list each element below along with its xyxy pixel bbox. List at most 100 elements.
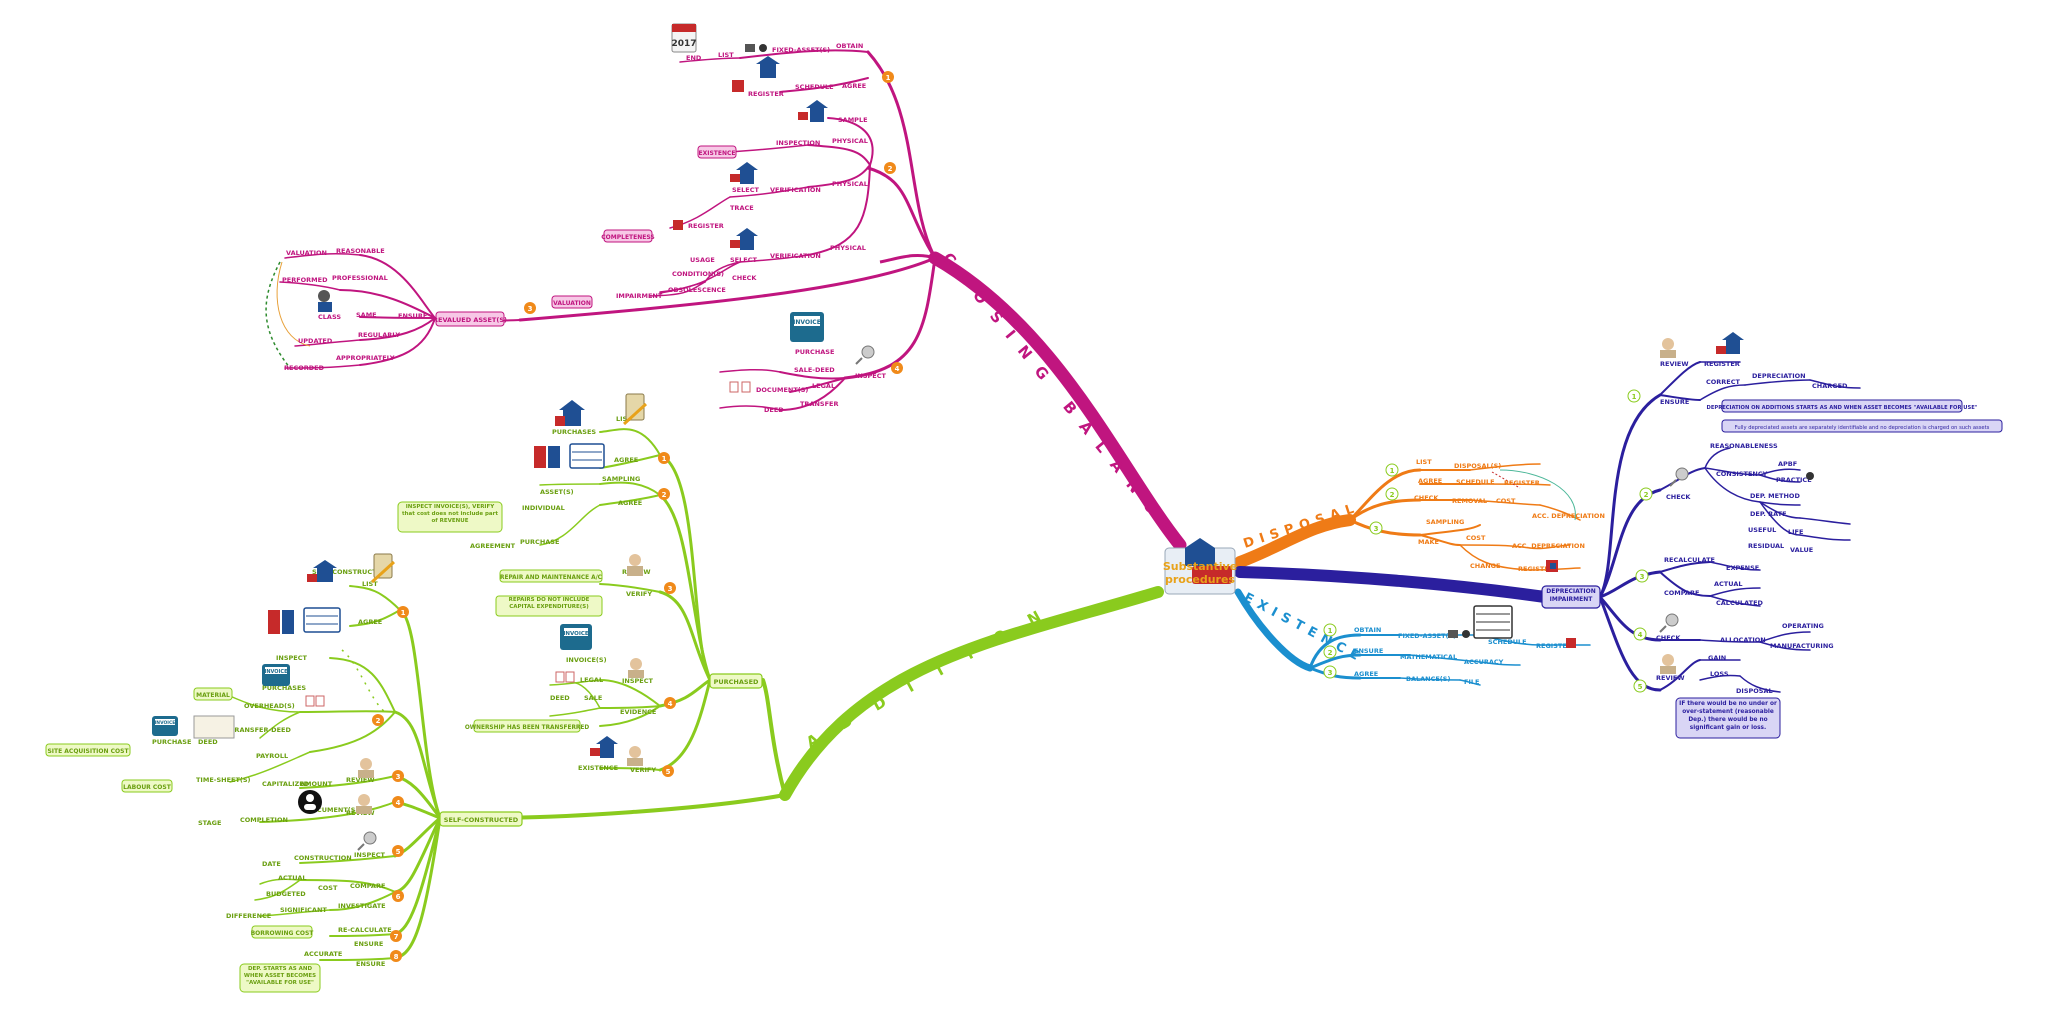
- badge-self-7: 7: [390, 930, 402, 942]
- label-manufacturing: MANUFACTURING: [1770, 642, 1834, 650]
- label-existence: EXISTENCE: [578, 764, 618, 772]
- depreciation-trunk: [1234, 566, 1551, 603]
- label-class: CLASS: [318, 313, 341, 321]
- label-actual: ACTUAL: [1714, 580, 1743, 588]
- label-fixed-assets: FIXED-ASSET(S): [772, 46, 830, 54]
- svg-text:7: 7: [394, 933, 399, 941]
- svg-text:SELF-CONSTRUCTED: SELF-CONSTRUCTED: [444, 816, 519, 824]
- label-check: CHECK: [732, 274, 757, 282]
- label-budgeted: BUDGETED: [266, 890, 306, 898]
- label-ensure: ENSURE: [1354, 647, 1383, 655]
- label-disposals: DISPOSAL(S): [1454, 462, 1501, 470]
- svg-text:REVALUED ASSET(S): REVALUED ASSET(S): [433, 316, 507, 324]
- closing-balance-trunk: [928, 251, 1187, 552]
- label-agree: AGREE: [1418, 477, 1442, 485]
- label-individual: INDIVIDUAL: [522, 504, 565, 512]
- label-documents: DOCUMENT(S): [306, 806, 358, 814]
- label-documents: DOCUMENT(S): [756, 386, 808, 394]
- badge-self-3: 3: [392, 770, 404, 782]
- label-schedule: SCHEDULE: [1456, 478, 1495, 486]
- label-assets: ASSET(S): [540, 488, 574, 496]
- box-inspect-invoices: INSPECT INVOICE(S), VERIFY that cost doe…: [397, 501, 503, 533]
- svg-text:INVOICE: INVOICE: [563, 631, 589, 637]
- dep-step-2: 2: [1644, 491, 1649, 499]
- label-investigate: INVESTIGATE: [338, 902, 386, 910]
- label-apbf: APBF: [1778, 460, 1797, 468]
- label-accurate: ACCURATE: [304, 950, 342, 958]
- inspector-icon-purchased: [627, 554, 643, 576]
- building-icon-existence: [590, 736, 618, 758]
- svg-text:5: 5: [396, 848, 401, 856]
- svg-text:INVOICE: INVOICE: [264, 669, 288, 675]
- box-no-significant-gain: IF there would be no under or over-state…: [1675, 697, 1781, 739]
- label-regularly: REGULARLY: [358, 331, 400, 339]
- badge-closing-3: 3: [524, 302, 536, 314]
- magnifier-icon-dep-2: [1669, 467, 1689, 487]
- label-fixed-assets: FIXED-ASSET(S): [1398, 632, 1456, 640]
- existence-step-3: 3: [1328, 669, 1333, 677]
- invoice-icon-self: INVOICE: [262, 664, 290, 686]
- label-amount: AMOUNT: [300, 780, 333, 788]
- label-select-2: SELECT: [730, 256, 757, 264]
- existence-labels: OBTAIN FIXED-ASSET(S) SCHEDULE REGISTER …: [1354, 626, 1572, 686]
- label-acc-dep-2: ACC. DEPRECIATION: [1512, 542, 1585, 550]
- box-revalued-assets[interactable]: REVALUED ASSET(S): [433, 311, 507, 327]
- inspector-icon-dep-5: [1660, 654, 1676, 674]
- depreciation-step-circles: [1627, 389, 1653, 693]
- disposal-dashed-link: [1491, 471, 1521, 489]
- building-icon-select: [730, 162, 758, 184]
- label-verification-2: VERIFICATION: [770, 252, 821, 260]
- label-overheads: OVERHEAD(S): [244, 702, 295, 710]
- label-ensure-2: ENSURE: [356, 960, 385, 968]
- label-difference: DIFFERENCE: [226, 912, 271, 920]
- box-fully-depreciated: Fully depreciated assets are separately …: [1721, 419, 2003, 433]
- svg-text:1: 1: [886, 74, 891, 82]
- svg-text:4: 4: [396, 799, 401, 807]
- badge-purchased-5: 5: [662, 765, 674, 777]
- label-verify: VERIFY: [626, 590, 652, 598]
- label-invoices: INVOICE(S): [566, 656, 607, 664]
- badge-purchased-2: 2: [658, 488, 670, 500]
- label-correct: CORRECT: [1706, 378, 1741, 386]
- svg-text:INVOICE: INVOICE: [793, 319, 821, 326]
- svg-text:MATERIAL: MATERIAL: [196, 692, 230, 699]
- label-register-2: REGISTER: [688, 222, 724, 230]
- label-sale-deed: SALE-DEED: [794, 366, 835, 374]
- center-title-line2: procedures: [1165, 573, 1235, 586]
- inspector-icon-self-4: [356, 794, 372, 814]
- central-topic[interactable]: Substantive procedures: [1163, 538, 1237, 595]
- label-legal: LEGAL: [580, 676, 603, 684]
- dotted-link: [265, 261, 291, 369]
- badge-self-2: 2: [372, 714, 384, 726]
- label-actual: ACTUAL: [278, 874, 307, 882]
- svg-text:8: 8: [394, 953, 399, 961]
- label-residual: RESIDUAL: [1748, 542, 1784, 550]
- label-recorded: RECORDED: [284, 364, 325, 372]
- box-depreciation-impairment[interactable]: DEPRECIATION IMPAIRMENT: [1541, 585, 1601, 609]
- label-check-2: CHECK: [1656, 634, 1681, 642]
- label-accuracy: ACCURACY: [1464, 658, 1504, 666]
- svg-text:4: 4: [668, 700, 673, 708]
- invoice-envelope-icon-2: INVOICE: [560, 624, 592, 650]
- label-trace: TRACE: [730, 204, 754, 212]
- svg-text:INVOICE: INVOICE: [155, 720, 176, 726]
- label-review-2: REVIEW: [1656, 674, 1685, 682]
- svg-text:2: 2: [888, 165, 893, 173]
- building-icon-purchases: [555, 400, 585, 426]
- clipboard-icon-self: [370, 553, 396, 584]
- purchased-labels: PURCHASES LIST AGREE ASSET(S) SAMPLING I…: [470, 415, 656, 774]
- dep-step-1: 1: [1632, 393, 1637, 401]
- box-repair-maintenance: REPAIR AND MAINTENANCE A/C: [499, 569, 603, 583]
- badge-closing-2: 2: [884, 162, 896, 174]
- box-purchased[interactable]: PURCHASED: [709, 673, 763, 689]
- label-balances: BALANCE(S): [1406, 675, 1450, 683]
- badge-self-4: 4: [392, 796, 404, 808]
- label-appropriately: APPROPRIATELY: [336, 354, 395, 362]
- label-ensure: ENSURE: [1660, 398, 1689, 406]
- box-completeness: COMPLETENESS: [601, 229, 655, 243]
- label-reasonable: REASONABLE: [336, 247, 385, 255]
- existence-step-2: 2: [1328, 649, 1333, 657]
- badge-closing-4: 4: [891, 362, 903, 374]
- box-self-constructed[interactable]: SELF-CONSTRUCTED: [439, 811, 523, 827]
